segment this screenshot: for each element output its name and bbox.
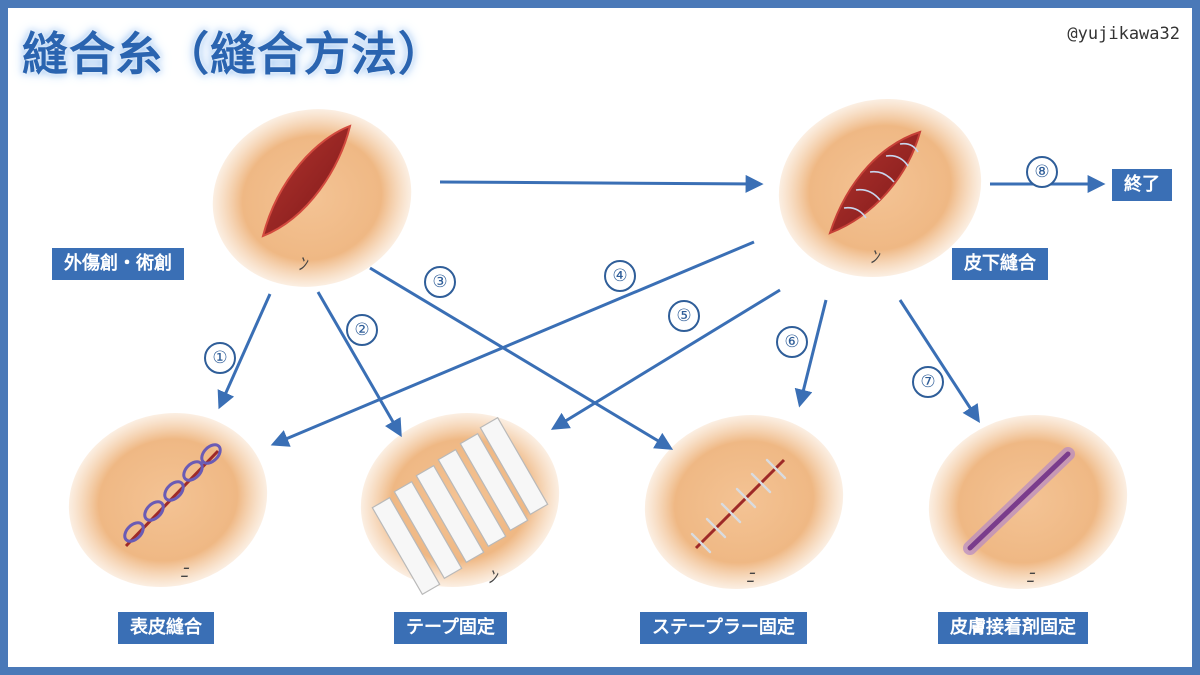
- label-tape: テープ固定: [394, 612, 507, 644]
- step-6: ⑥: [776, 326, 808, 358]
- svg-text:ﾆ: ﾆ: [1026, 568, 1036, 587]
- label-stapler: ステープラー固定: [640, 612, 807, 644]
- skin-patch-adhesive: ﾆ: [928, 414, 1128, 590]
- step-4: ④: [604, 260, 636, 292]
- diagram-artwork: ﾝ ﾝ ﾆ: [68, 98, 1128, 596]
- step-8: ⑧: [1026, 156, 1058, 188]
- author-handle: @yujikawa32: [1067, 24, 1180, 44]
- skin-patch-epidermal: ﾆ: [68, 412, 268, 588]
- diagram-canvas: ﾝ ﾝ ﾆ: [8, 8, 1192, 667]
- label-end: 終了: [1112, 169, 1172, 201]
- arrow-1: [217, 293, 272, 410]
- arrow-2: [316, 291, 402, 438]
- arrow-3: [369, 266, 674, 450]
- svg-text:ﾆ: ﾆ: [180, 563, 190, 582]
- arrow-7: [898, 299, 980, 424]
- arrow-wound-to-subcutaneous: [439, 174, 764, 193]
- skin-patch-tape: ﾝ: [360, 412, 560, 596]
- page-title: 縫合糸（縫合方法）: [22, 27, 445, 81]
- svg-text:ﾆ: ﾆ: [746, 568, 756, 587]
- arrow-6: [794, 299, 828, 408]
- label-wound: 外傷創・術創: [52, 248, 184, 280]
- skin-patch-stapler: ﾆ: [644, 414, 844, 590]
- label-epidermal: 表皮縫合: [118, 612, 214, 644]
- svg-text:ﾝ: ﾝ: [298, 254, 309, 275]
- step-1: ①: [204, 342, 236, 374]
- arrow-4: [270, 240, 755, 447]
- step-3: ③: [424, 266, 456, 298]
- skin-patch-subcutaneous: ﾝ: [778, 98, 982, 278]
- label-adhesive: 皮膚接着剤固定: [938, 612, 1088, 644]
- skin-patch-wound: ﾝ: [212, 109, 412, 287]
- svg-text:ﾝ: ﾝ: [870, 247, 881, 268]
- step-7: ⑦: [912, 366, 944, 398]
- arrow-5: [550, 288, 781, 430]
- label-subcutaneous: 皮下縫合: [952, 248, 1048, 280]
- step-5: ⑤: [668, 300, 700, 332]
- step-2: ②: [346, 314, 378, 346]
- svg-text:ﾝ: ﾝ: [488, 567, 499, 588]
